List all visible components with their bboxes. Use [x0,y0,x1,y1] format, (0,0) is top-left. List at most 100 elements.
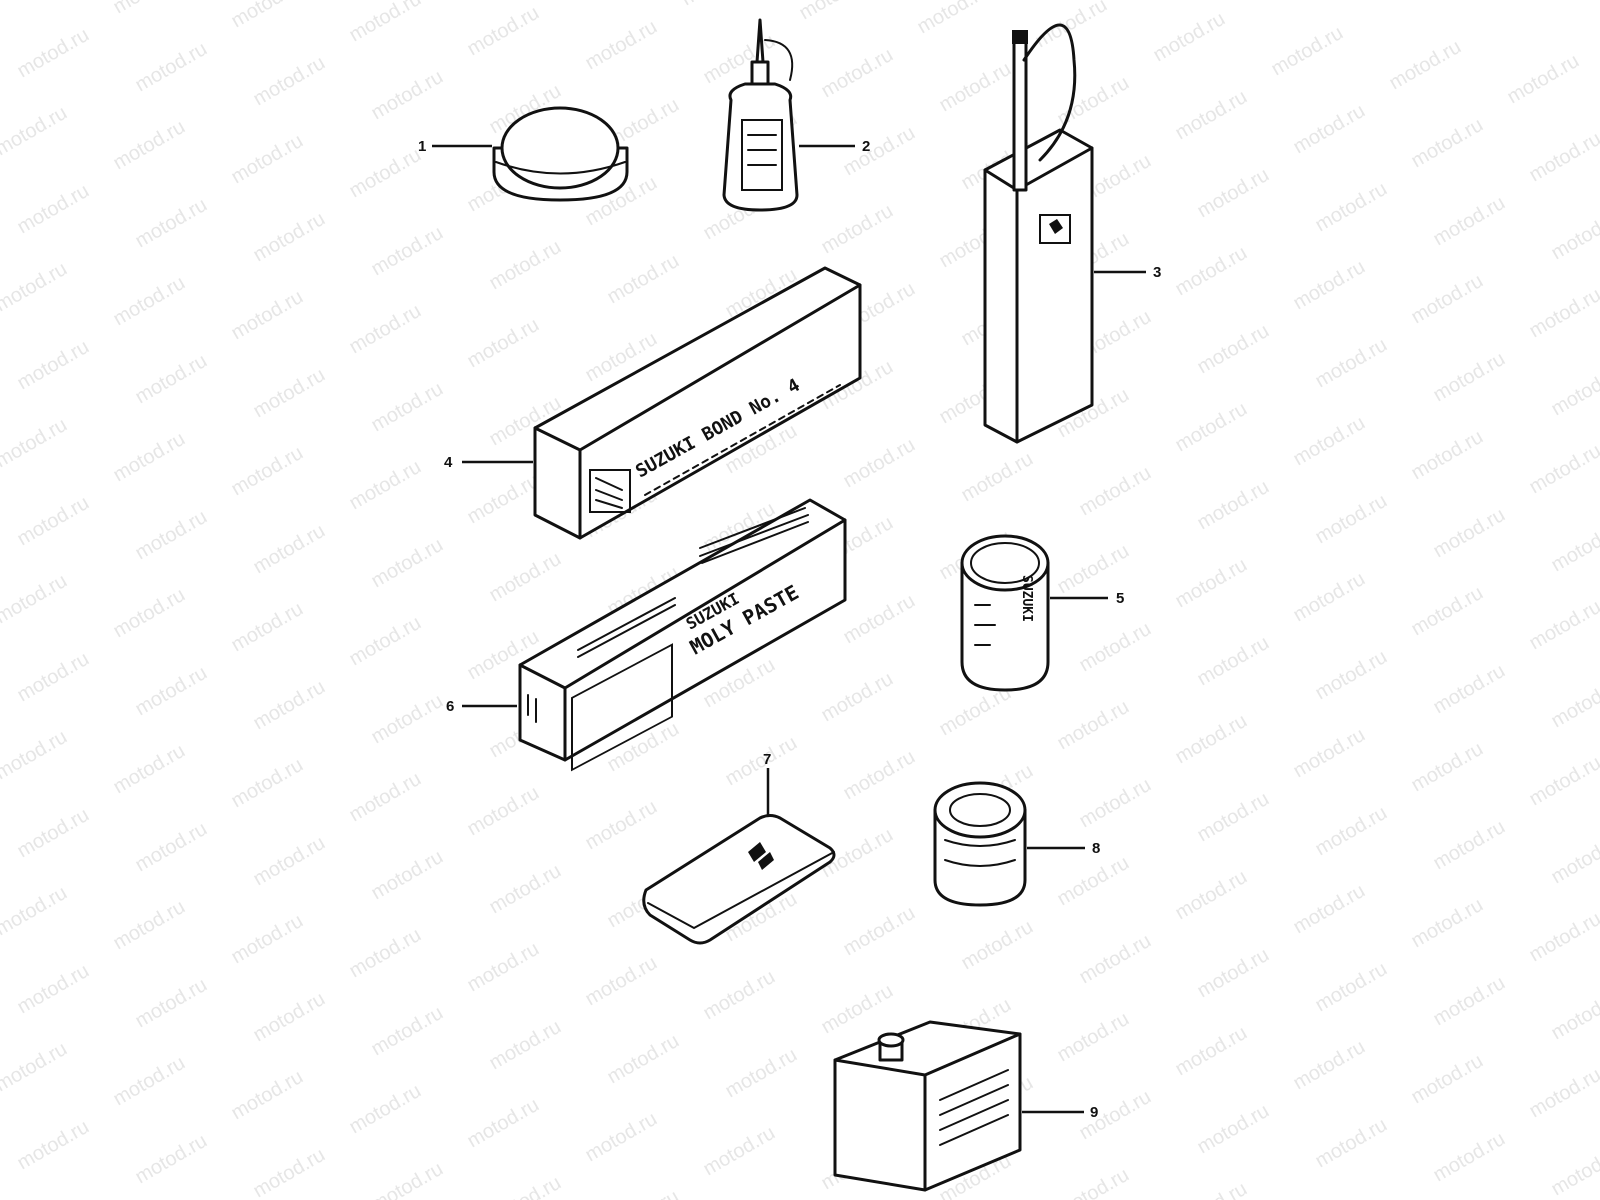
watermark-text: motod.ru [250,520,329,579]
item-5-can: SUZUKI [960,534,1050,692]
watermark-text: motod.ru [840,434,919,493]
watermark-text: motod.ru [14,180,93,239]
can-5-label: SUZUKI [1019,575,1034,622]
watermark-text: motod.ru [678,0,757,10]
watermark-text: motod.ru [1054,696,1133,755]
watermark-text: motod.ru [110,740,189,799]
callout-4: 4 [444,454,453,471]
item-3-tall-oil-can [983,23,1094,444]
watermark-text: motod.ru [132,1130,211,1189]
watermark-text: motod.ru [700,1122,779,1181]
watermark-text: motod.ru [1430,504,1509,563]
watermark-text: motod.ru [1526,752,1600,811]
callout-7: 7 [763,751,771,768]
watermark-text: motod.ru [132,38,211,97]
watermark-text: motod.ru [110,428,189,487]
watermark-text: motod.ru [486,860,565,919]
callout-3: 3 [1153,264,1161,281]
watermark-text: motod.ru [840,590,919,649]
watermark-text: motod.ru [346,1080,425,1139]
watermark-text: motod.ru [840,746,919,805]
watermark-text: motod.ru [1312,646,1391,705]
watermark-text: motod.ru [1290,412,1369,471]
item-4-bond-box: SUZUKI BOND No. 4 [533,266,862,540]
watermark-text: motod.ru [368,66,447,125]
watermark-text: motod.ru [368,846,447,905]
watermark-text: motod.ru [1430,192,1509,251]
watermark-text: motod.ru [464,470,543,529]
watermark-text: motod.ru [1526,128,1600,187]
watermark-text: motod.ru [346,612,425,671]
item-8-small-tin [933,781,1027,907]
watermark-text: motod.ru [582,796,661,855]
watermark-text: motod.ru [14,336,93,395]
watermark-text: motod.ru [1172,242,1251,301]
watermark-text: motod.ru [0,258,71,317]
watermark-text: motod.ru [1526,596,1600,655]
watermark-text: motod.ru [1290,100,1369,159]
watermark-text: motod.ru [1312,334,1391,393]
watermark-text: motod.ru [250,676,329,735]
watermark-text: motod.ru [1312,1114,1391,1173]
watermark-text: motod.ru [14,648,93,707]
watermark-text: motod.ru [250,1144,329,1200]
watermark-text: motod.ru [796,0,875,24]
watermark-text: motod.ru [1430,348,1509,407]
watermark-text: motod.ru [604,250,683,309]
callout-8: 8 [1092,840,1100,857]
watermark-text: motod.ru [1290,724,1369,783]
watermark-text: motod.ru [722,1044,801,1103]
watermark-text: motod.ru [132,818,211,877]
watermark-text: motod.ru [1408,738,1487,797]
watermark-text: motod.ru [818,980,897,1039]
watermark-text: motod.ru [110,584,189,643]
watermark-text: motod.ru [958,448,1037,507]
watermark-text: motod.ru [346,144,425,203]
watermark-text: motod.ru [1290,1036,1369,1095]
watermark-text: motod.ru [110,272,189,331]
watermark-text: motod.ru [228,598,307,657]
watermark-text: motod.ru [1150,8,1229,67]
watermark-text: motod.ru [582,16,661,75]
watermark-text: motod.ru [1408,426,1487,485]
watermark-text: motod.ru [936,58,1015,117]
watermark-text: motod.ru [1548,674,1600,733]
watermark-text: motod.ru [132,974,211,1033]
watermark-text: motod.ru [700,966,779,1025]
watermark-text: motod.ru [14,804,93,863]
watermark-text: motod.ru [464,2,543,61]
watermark-text: motod.ru [346,456,425,515]
watermark-text: motod.ru [132,506,211,565]
watermark-text: motod.ru [1526,284,1600,343]
watermark-text: motod.ru [818,44,897,103]
watermark-text: motod.ru [0,726,71,785]
watermark-text: motod.ru [132,350,211,409]
watermark-text: motod.ru [1194,320,1273,379]
watermark-text: motod.ru [1172,554,1251,613]
watermark-text: motod.ru [840,122,919,181]
watermark-text: motod.ru [1548,1142,1600,1200]
watermark-text: motod.ru [346,0,425,46]
watermark-text: motod.ru [228,130,307,189]
watermark-text: motod.ru [1076,1086,1155,1145]
watermark-text: motod.ru [1408,894,1487,953]
watermark-text: motod.ru [250,52,329,111]
watermark-text: motod.ru [1548,206,1600,265]
watermark-text: motod.ru [110,0,189,18]
watermark-text: motod.ru [250,208,329,267]
watermark-text: motod.ru [1172,86,1251,145]
watermark-text: motod.ru [914,0,993,38]
watermark-text: motod.ru [1408,582,1487,641]
callout-6: 6 [446,698,454,715]
watermark-text: motod.ru [1526,440,1600,499]
watermark-text: motod.ru [722,732,801,791]
watermark-text: motod.ru [1172,1022,1251,1081]
watermark-text: motod.ru [250,364,329,423]
watermark-text: motod.ru [1076,774,1155,833]
watermark-text: motod.ru [1290,568,1369,627]
watermark-text: motod.ru [1054,852,1133,911]
watermark-text: motod.ru [1430,972,1509,1031]
watermark-text: motod.ru [582,1108,661,1167]
watermark-text: motod.ru [1408,1050,1487,1109]
watermark-text: motod.ru [1194,476,1273,535]
